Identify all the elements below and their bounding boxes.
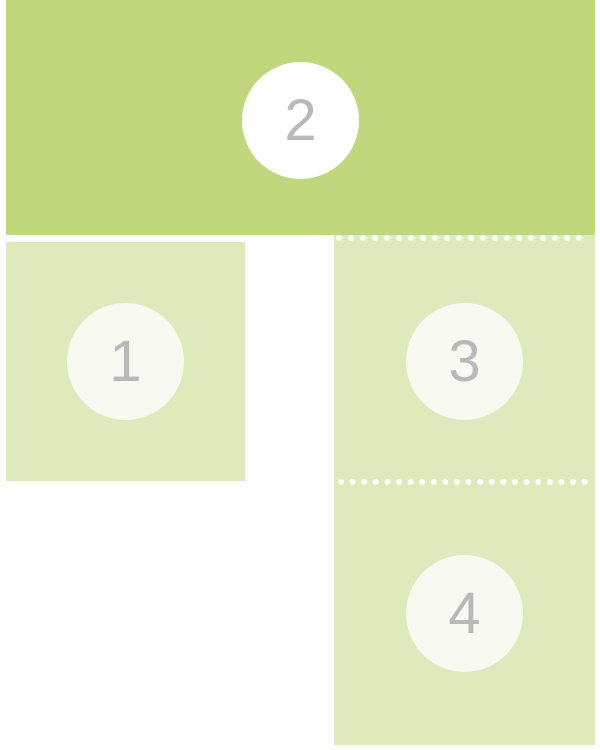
divider-dot: [528, 235, 534, 241]
divider-dot: [540, 235, 546, 241]
panel-1-number: 1: [109, 328, 142, 394]
divider-dot: [488, 479, 495, 485]
panel-4: 4: [334, 481, 595, 745]
divider-dot: [558, 479, 565, 485]
divider-dot: [384, 235, 390, 241]
divider-dot: [444, 235, 450, 241]
divider-dotted-top: [336, 235, 582, 241]
divider-dot: [336, 235, 342, 241]
panel-3-number-badge: 3: [406, 303, 523, 420]
divider-dot: [581, 479, 588, 485]
panel-3: 3: [334, 235, 595, 481]
divider-dot: [349, 479, 356, 485]
divider-dot: [576, 235, 582, 241]
divider-dot: [419, 479, 426, 485]
divider-dot: [477, 479, 484, 485]
panel-1-number-badge: 1: [67, 303, 184, 420]
divider-dot: [523, 479, 530, 485]
divider-dot: [361, 479, 368, 485]
divider-dot: [552, 235, 558, 241]
panel-4-number-badge: 4: [406, 555, 523, 672]
divider-dot: [384, 479, 391, 485]
divider-dot: [407, 479, 414, 485]
divider-dot: [546, 479, 553, 485]
divider-dot: [456, 235, 462, 241]
divider-dot: [396, 479, 402, 485]
divider-dot: [516, 235, 522, 241]
panel-3-number: 3: [448, 328, 481, 394]
divider-dot: [348, 235, 354, 241]
panel-4-number: 4: [448, 580, 481, 646]
divider-dotted-middle: [338, 479, 588, 485]
divider-dot: [492, 235, 498, 241]
divider-dot: [504, 235, 510, 241]
divider-dot: [535, 479, 542, 485]
divider-dot: [338, 479, 344, 485]
divider-dot: [512, 479, 518, 485]
panel-2-number: 2: [284, 87, 317, 153]
divider-dot: [430, 479, 437, 485]
divider-dot: [442, 479, 449, 485]
divider-dot: [372, 235, 378, 241]
divider-dot: [465, 479, 472, 485]
divider-dot: [564, 235, 570, 241]
divider-dot: [360, 235, 366, 241]
divider-dot: [396, 235, 402, 241]
divider-dot: [500, 479, 507, 485]
divider-dot: [408, 235, 414, 241]
panel-2-number-badge: 2: [242, 62, 359, 179]
panel-1: 1: [6, 242, 245, 481]
divider-dot: [372, 479, 379, 485]
divider-dot: [454, 479, 460, 485]
divider-dot: [480, 235, 486, 241]
divider-dot: [420, 235, 426, 241]
divider-dot: [570, 479, 576, 485]
divider-dot: [468, 235, 474, 241]
panel-2: 2: [6, 0, 595, 235]
divider-dot: [432, 235, 438, 241]
